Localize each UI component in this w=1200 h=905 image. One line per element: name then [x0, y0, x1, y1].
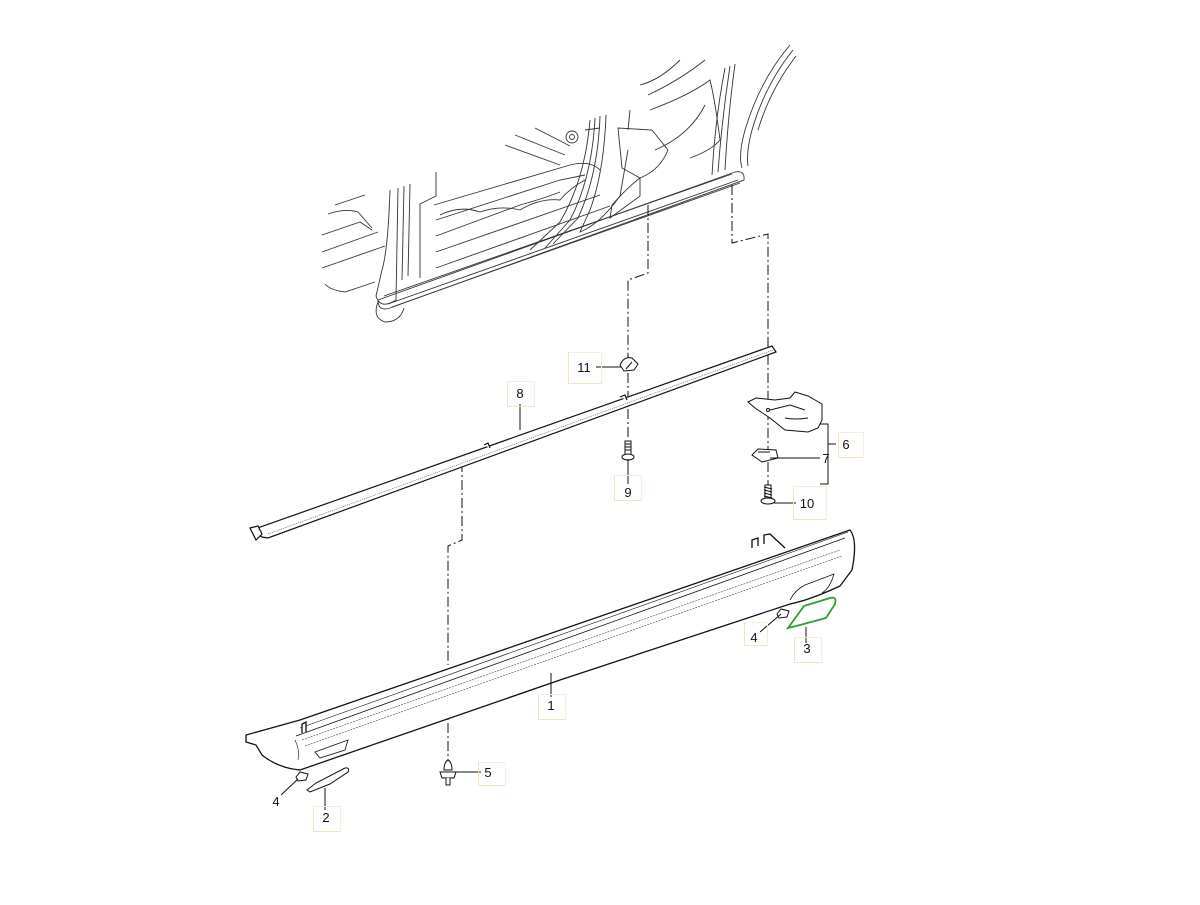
callout-4-rear[interactable]: 4 — [750, 630, 758, 645]
callout-1[interactable]: 1 — [547, 698, 555, 713]
callout-hotspot-9 — [614, 475, 642, 501]
vehicle-body-shell — [321, 44, 797, 323]
part-10-tapping-screw — [760, 484, 776, 505]
part-8-mounting-rail — [249, 345, 777, 542]
callout-leaders — [280, 366, 836, 810]
callout-hotspot-5 — [478, 762, 506, 786]
callout-4-front[interactable]: 4 — [272, 794, 280, 809]
callout-7[interactable]: 7 — [822, 451, 830, 466]
part-1-side-sill-cover — [245, 529, 856, 771]
callout-6[interactable]: 6 — [842, 437, 850, 452]
callout-hotspot-6 — [838, 432, 864, 458]
part-3-rear-trim-insert — [785, 596, 837, 630]
part-11-nut-clip — [619, 357, 639, 372]
part-2-front-trim-insert — [306, 767, 350, 793]
assembly-leader-lines — [447, 185, 769, 760]
callout-3[interactable]: 3 — [803, 641, 811, 656]
callout-hotspot-4-rear — [744, 622, 768, 646]
callout-2[interactable]: 2 — [322, 810, 330, 825]
part-6-bracket — [747, 391, 823, 433]
callout-8[interactable]: 8 — [516, 386, 524, 401]
callout-5[interactable]: 5 — [484, 765, 492, 780]
part-9-screw — [621, 440, 635, 461]
callout-9[interactable]: 9 — [624, 485, 632, 500]
callout-hotspot-8 — [507, 381, 535, 407]
callout-10[interactable]: 10 — [799, 496, 815, 511]
part-5-expanding-rivet — [439, 759, 457, 786]
callout-11[interactable]: 11 — [577, 360, 591, 375]
callout-hotspot-11 — [568, 352, 602, 384]
callout-hotspot-2 — [313, 806, 341, 832]
part-4-clip-front — [295, 771, 309, 782]
callout-hotspot-1 — [538, 694, 566, 720]
part-7-spring-nut — [751, 448, 779, 463]
callout-hotspot-3 — [794, 637, 822, 663]
part-4-clip-rear — [776, 608, 790, 619]
callout-hotspot-10 — [793, 486, 827, 520]
